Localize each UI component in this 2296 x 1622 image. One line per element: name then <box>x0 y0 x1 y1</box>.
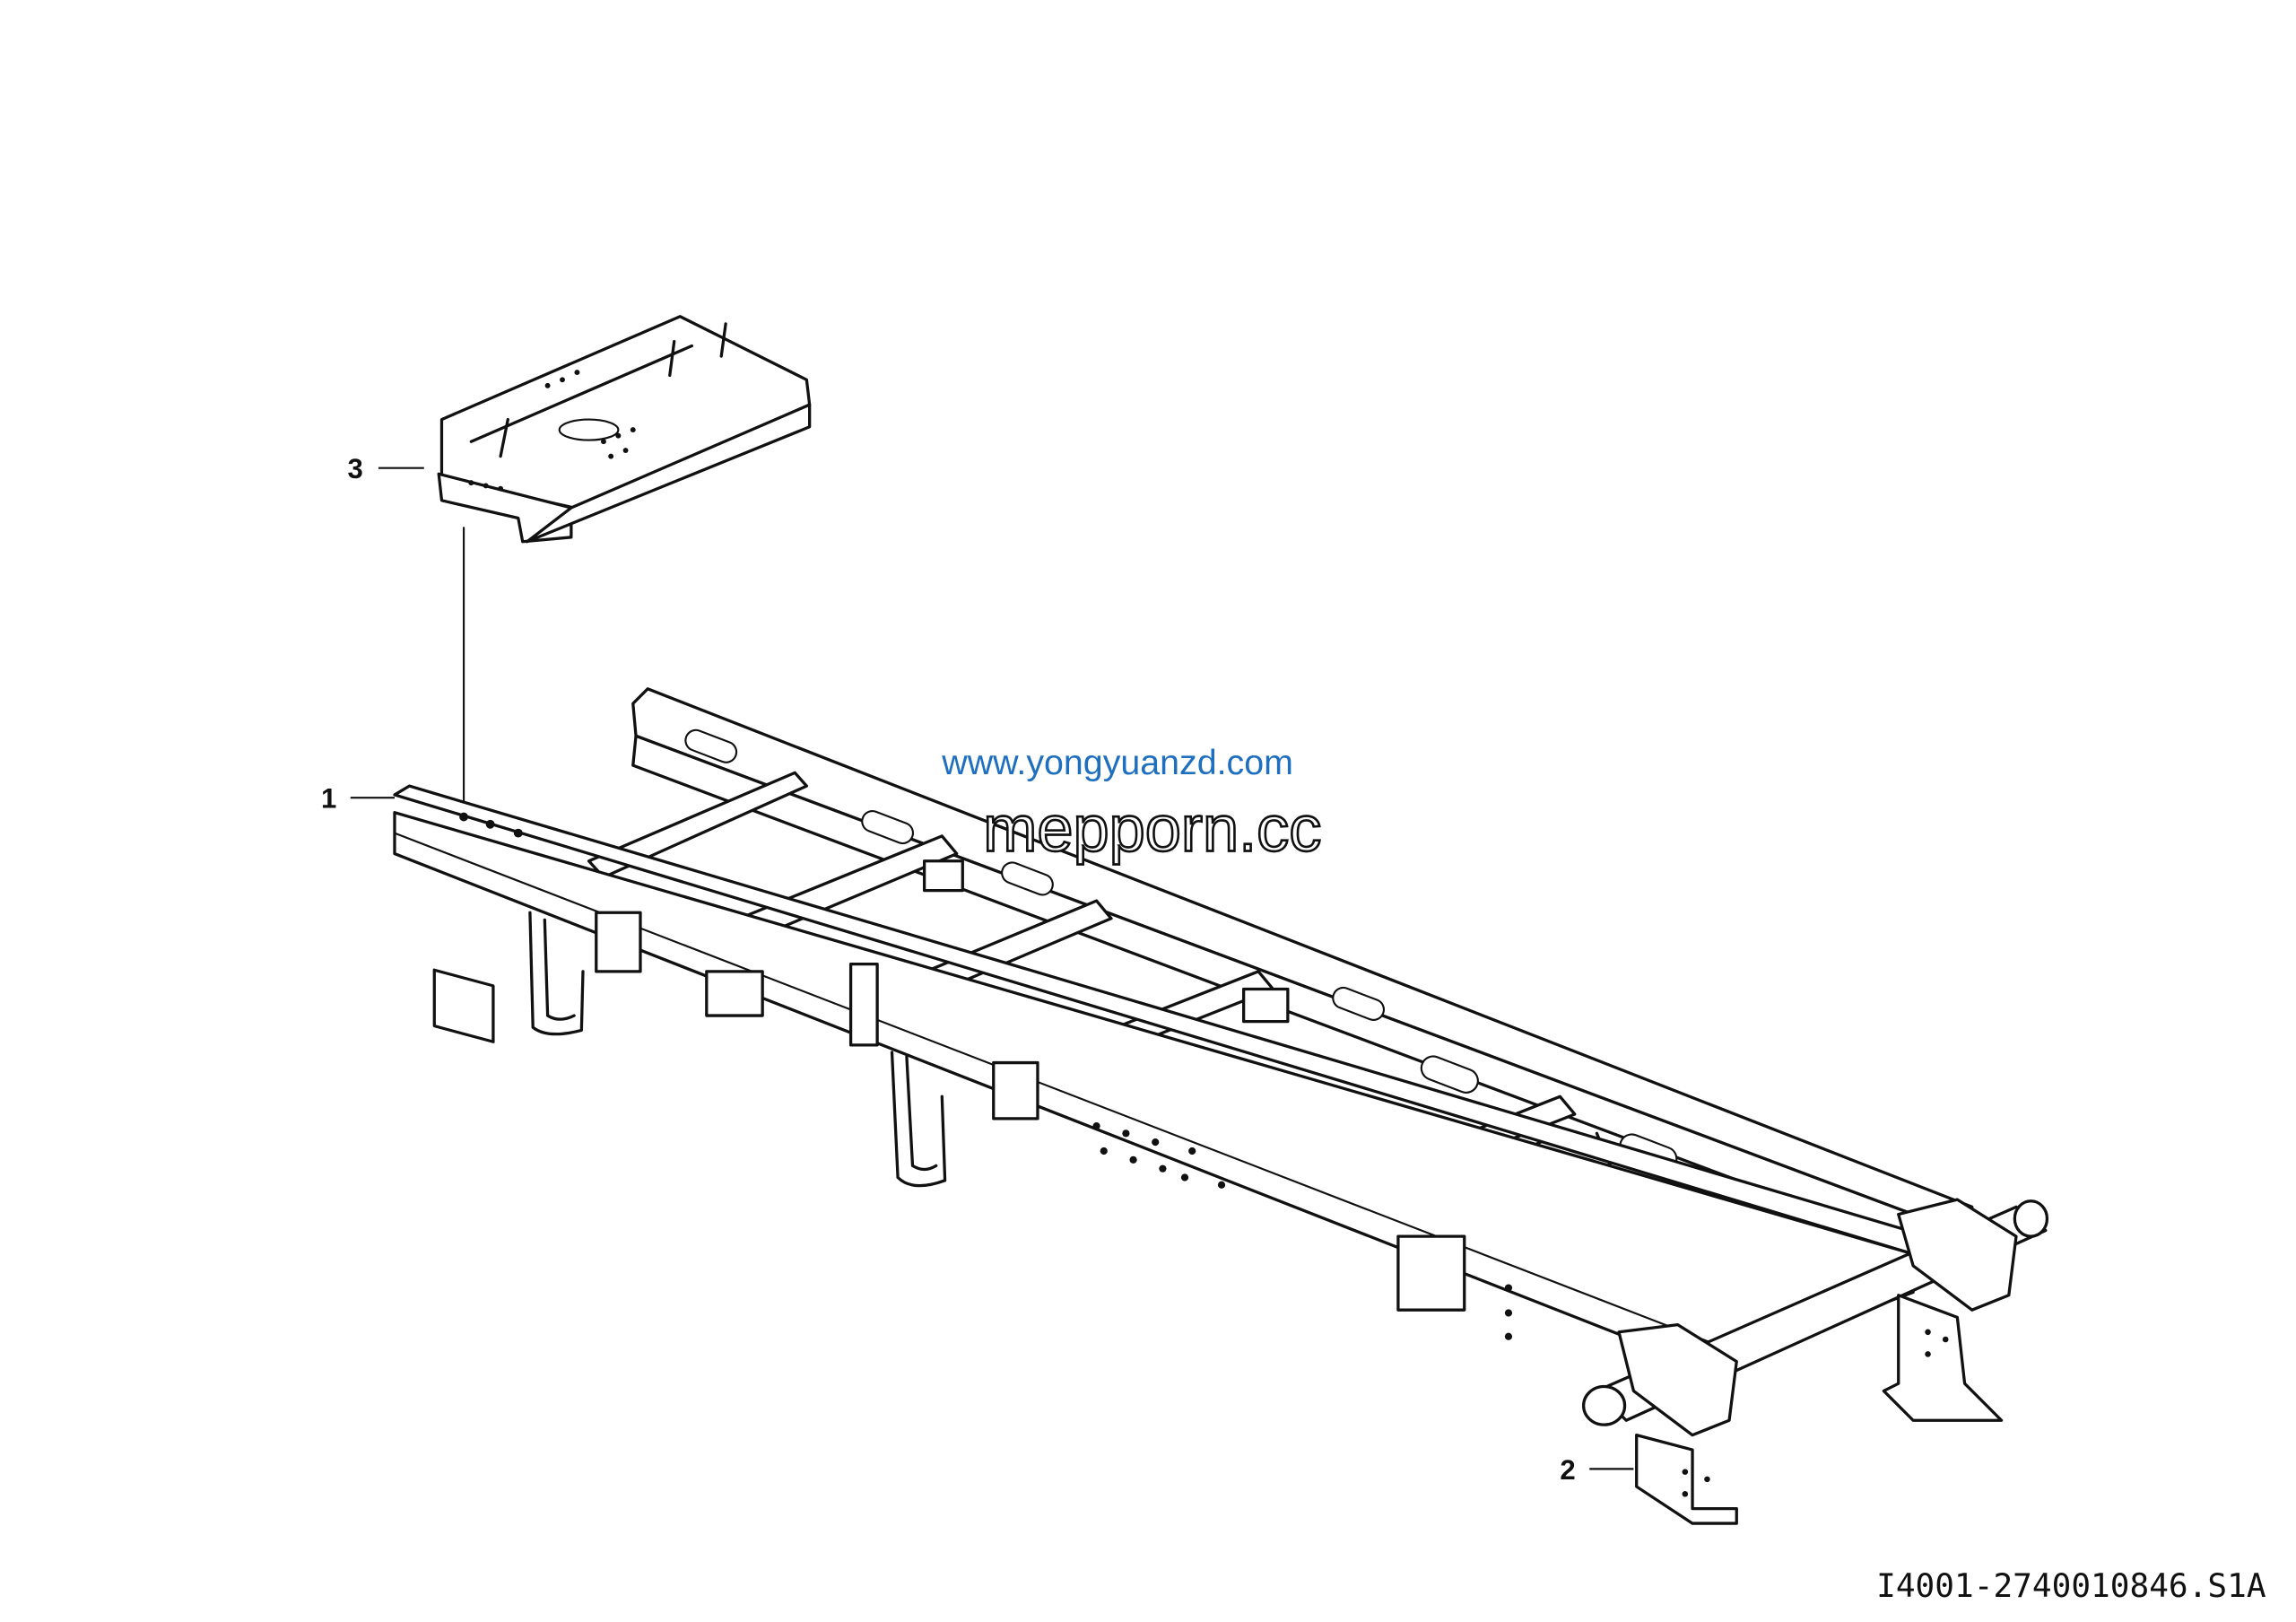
part-2-rear-tube-bracket <box>1581 1198 2049 1525</box>
near-side-rail <box>393 784 1930 1371</box>
callout-label-1: 1 <box>321 783 336 815</box>
callout-3: 3 <box>347 453 424 484</box>
part-3-bracket <box>437 315 812 544</box>
callout-1: 1 <box>321 783 395 815</box>
callout-label-2: 2 <box>1560 1454 1575 1486</box>
step-hangers <box>528 911 947 1188</box>
watermark-outline: mepporn.cc <box>983 793 1321 865</box>
drawing-code: I4001-2740010846.S1A <box>1876 1567 2266 1605</box>
callout-2: 2 <box>1560 1454 1634 1486</box>
watermark-url: www.yongyuanzd.com <box>941 743 1293 782</box>
callout-label-3: 3 <box>347 453 362 484</box>
